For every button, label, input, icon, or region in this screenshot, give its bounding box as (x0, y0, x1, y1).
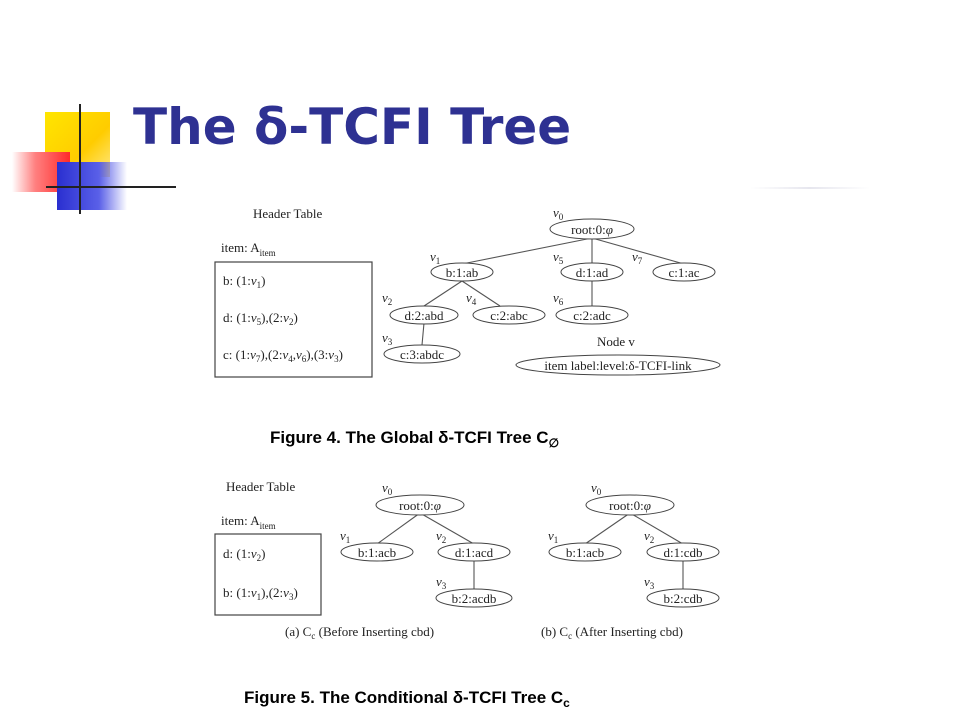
fig5a-var-v2: v2 (436, 528, 446, 545)
fig4-var-v4: v4 (466, 290, 477, 307)
fig4-legend-node (515, 354, 721, 376)
fig4-var-v1: v1 (430, 249, 440, 266)
fig4-var-v6: v6 (553, 290, 564, 307)
fig5b-node-v2-label: d:1:cdb (664, 545, 703, 560)
fig5a-edges (376, 512, 475, 590)
fig4-node-v1 (430, 262, 494, 282)
fig5a-node-v1 (340, 542, 414, 562)
fig5b-node-v3 (646, 588, 720, 608)
fig4-caption: Figure 4. The Global δ-TCFI Tree C∅ (270, 428, 559, 450)
figure-5: Header Table item: Aitem d: (1:v2) b: (1… (214, 479, 720, 710)
fig5-caption: Figure 5. The Conditional δ-TCFI Tree Cc (244, 688, 570, 710)
fig5b-var-v0: v0 (591, 480, 602, 497)
fig4-node-v4 (472, 305, 546, 325)
fig5a-edge (419, 512, 475, 545)
fig4-node-v2 (389, 305, 459, 325)
fig5a-var-v3: v3 (436, 574, 447, 591)
fig4-edge (421, 322, 425, 346)
fig4-var-v3: v3 (382, 330, 393, 347)
fig5b-node-v0 (585, 494, 675, 516)
fig5a-node-v0 (375, 494, 465, 516)
fig5b-edge (629, 512, 684, 545)
fig4-node-v6-label: c:2:adc (573, 308, 611, 323)
fig5b-edge (584, 512, 631, 545)
slide-title: The δ-TCFI Tree (133, 98, 572, 156)
fig4-edge (591, 237, 685, 265)
fig5a-node-v3-label: b:2:acdb (452, 591, 497, 606)
fig5b-var-v2: v2 (644, 528, 654, 545)
fig4-header-table-box (214, 261, 373, 378)
fig4-node-v3 (383, 344, 461, 364)
fig4-row-d: d: (1:v5),(2:v2) (223, 310, 298, 327)
fig4-row-c: c: (1:v7),(2:v4,v6),(3:v3) (223, 347, 343, 364)
fig5a-node-v2-label: d:1:acd (455, 545, 494, 560)
fig5a-caption: (a) Cc (Before Inserting cbd) (285, 624, 434, 641)
fig4-item-label: item: Aitem (221, 240, 276, 258)
fig5b-node-v1-label: b:1:acb (566, 545, 604, 560)
fig4-legend-body: item label:level:δ-TCFI-link (544, 358, 692, 373)
fig4-node-v6 (555, 305, 629, 325)
fig5-row-b: b: (1:v1),(2:v3) (223, 585, 298, 602)
fig4-edge (461, 237, 593, 265)
fig4-node-v0-label: root:0:φ (571, 222, 613, 237)
fig5-item-label: item: Aitem (221, 513, 276, 531)
decor-fade-line (750, 187, 870, 189)
fig5a-edge (376, 512, 421, 545)
fig4-node-v7-label: c:1:ac (668, 265, 699, 280)
fig4-var-v7: v7 (632, 249, 643, 266)
fig4-header-table-label: Header Table (253, 206, 322, 221)
fig4-node-v7 (652, 262, 716, 282)
fig5-header-table-label: Header Table (226, 479, 295, 494)
decor-logo (10, 100, 190, 220)
fig5b-var-v1: v1 (548, 528, 558, 545)
decor-horizontal-line (46, 186, 176, 188)
fig5-header-table-box (214, 533, 322, 616)
fig5-tree-a: root:0:φ v0 b:1:acb v1 d:1:acd v2 b:2:ac… (285, 480, 513, 641)
fig4-legend-title: Node v (597, 334, 635, 349)
fig4-edge (423, 280, 463, 307)
fig4-node-v2-label: d:2:abd (405, 308, 444, 323)
fig5a-var-v1: v1 (340, 528, 350, 545)
fig5a-node-v0-label: root:0:φ (399, 498, 441, 513)
fig5b-node-v0-label: root:0:φ (609, 498, 651, 513)
fig4-var-v5: v5 (553, 249, 564, 266)
figure-4: Header Table item: Aitem b: (1:v1) d: (1… (214, 205, 721, 450)
fig4-node-v1-label: b:1:ab (446, 265, 479, 280)
fig4-var-v2: v2 (382, 290, 392, 307)
fig4-edge (461, 280, 501, 307)
fig5a-node-v1-label: b:1:acb (358, 545, 396, 560)
fig5b-node-v1 (548, 542, 622, 562)
fig4-node-v5 (560, 262, 624, 282)
fig4-var-v0: v0 (553, 205, 564, 222)
fig5a-node-v2 (437, 542, 511, 562)
fig5b-edges (584, 512, 684, 590)
fig4-edges (421, 237, 685, 346)
fig4-node-v3-label: c:3:abdc (400, 347, 444, 362)
fig5-tree-b: root:0:φ v0 b:1:acb v1 d:1:cdb v2 b:2:cd… (541, 480, 720, 641)
fig5b-node-v3-label: b:2:cdb (664, 591, 703, 606)
fig5a-var-v0: v0 (382, 480, 393, 497)
fig5-row-d: d: (1:v2) (223, 546, 265, 563)
fig5b-node-v2 (646, 542, 720, 562)
fig4-node-v5-label: d:1:ad (576, 265, 609, 280)
fig4-node-v4-label: c:2:abc (490, 308, 528, 323)
fig4-node-v0 (549, 218, 635, 240)
fig5b-var-v3: v3 (644, 574, 655, 591)
fig5a-node-v3 (435, 588, 513, 608)
fig5b-caption: (b) Cc (After Inserting cbd) (541, 624, 683, 641)
fig4-row-b: b: (1:v1) (223, 273, 265, 290)
decor-vertical-line (79, 104, 81, 214)
